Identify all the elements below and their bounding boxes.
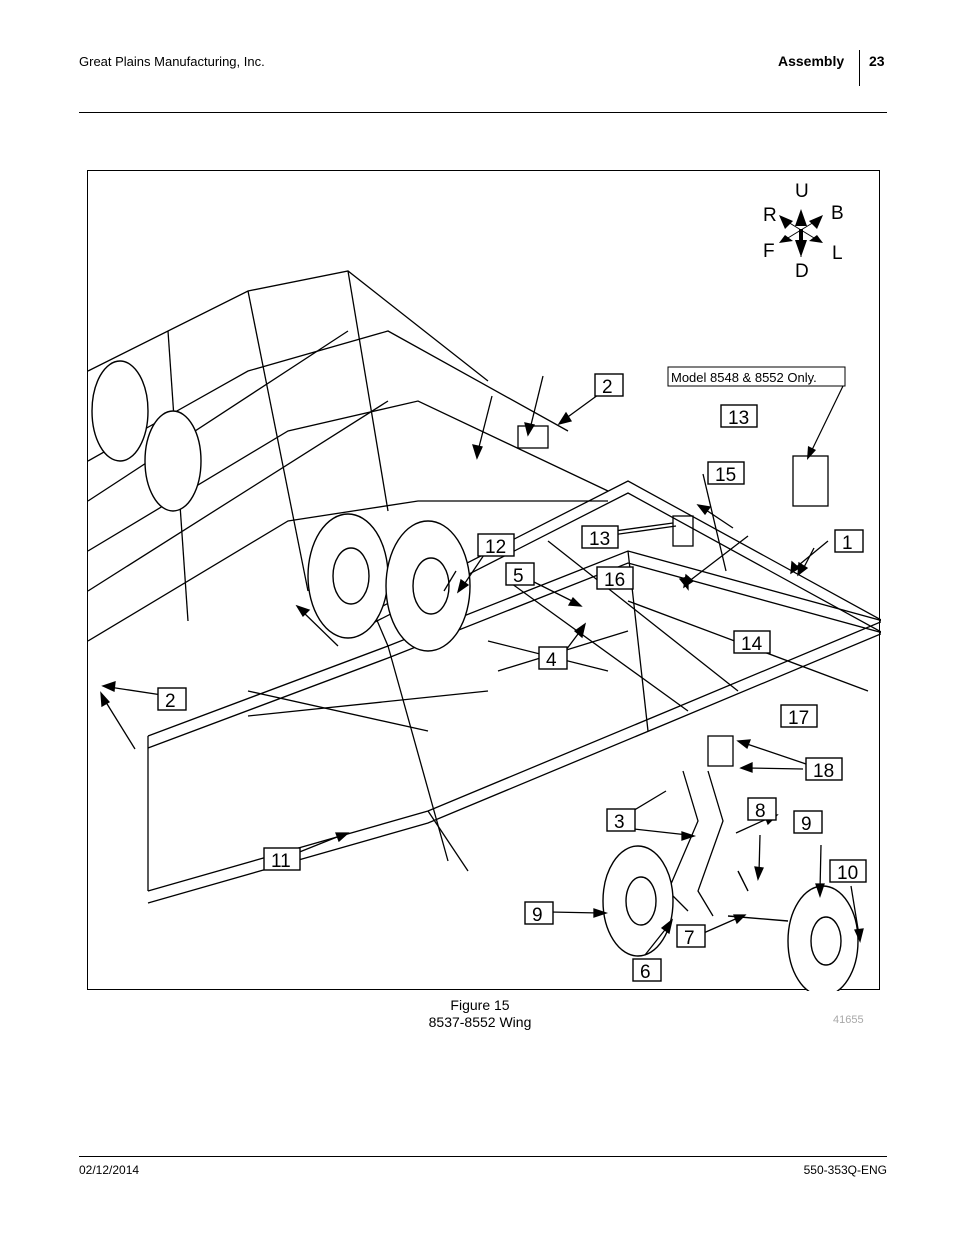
callout-1: 1	[834, 529, 864, 554]
callout-2-left: 2	[157, 687, 187, 712]
compass-down-label: D	[795, 261, 809, 282]
svg-text:1: 1	[842, 533, 853, 554]
figure-id: 41655	[833, 1014, 864, 1026]
callout-3: 3	[606, 808, 636, 833]
footer-date: 02/12/2014	[79, 1163, 140, 1177]
page-number: 23	[869, 53, 885, 69]
header-company: Great Plains Manufacturing, Inc.	[79, 54, 265, 69]
svg-text:7: 7	[684, 928, 695, 949]
model-note-text: Model 8548 & 8552 Only.	[671, 370, 817, 385]
callout-4: 4	[538, 646, 568, 671]
figure-frame: U R B F L D	[87, 170, 881, 991]
compass-left-label: L	[832, 243, 843, 264]
svg-text:10: 10	[837, 863, 858, 884]
compass-right-label: R	[763, 205, 777, 226]
svg-text:17: 17	[788, 708, 809, 729]
callout-5: 5	[505, 562, 535, 587]
svg-text:5: 5	[513, 566, 524, 587]
svg-text:12: 12	[485, 537, 506, 558]
assembly-drawing: U R B F L D	[88, 181, 881, 991]
callout-12: 12	[477, 533, 515, 558]
footer-document-number: 550-353Q-ENG	[803, 1163, 887, 1177]
compass-up-label: U	[795, 181, 809, 202]
orientation-compass: U R B F L D	[763, 181, 844, 282]
callout-18: 18	[805, 757, 843, 782]
callout-13-mid: 13	[581, 525, 619, 550]
svg-text:9: 9	[801, 814, 812, 835]
svg-text:2: 2	[602, 377, 613, 398]
tire-graphics	[91, 360, 859, 991]
svg-text:9: 9	[532, 905, 543, 926]
callout-10: 10	[829, 859, 867, 884]
svg-text:13: 13	[728, 408, 749, 429]
svg-text:16: 16	[604, 570, 625, 591]
svg-text:3: 3	[614, 812, 625, 833]
compass-back-label: B	[831, 203, 844, 224]
callout-15: 15	[707, 461, 745, 486]
svg-text:6: 6	[640, 962, 651, 983]
header-rule	[79, 112, 887, 113]
figure-caption-subtitle: 8537-8552 Wing	[428, 1014, 532, 1030]
callout-9-left: 9	[524, 901, 554, 926]
callout-17: 17	[780, 704, 818, 729]
rear-tire-upper	[91, 360, 149, 462]
callout-11: 11	[263, 847, 301, 872]
callout-8: 8	[747, 797, 777, 822]
svg-text:15: 15	[715, 465, 736, 486]
header-divider	[859, 50, 860, 86]
svg-text:8: 8	[755, 801, 766, 822]
callout-9-right: 9	[793, 810, 823, 835]
callout-14: 14	[733, 630, 771, 655]
svg-text:11: 11	[271, 851, 291, 872]
callout-6: 6	[632, 958, 662, 983]
compass-front-label: F	[763, 241, 775, 262]
figure-caption-title: Figure 15	[450, 997, 510, 1013]
svg-text:14: 14	[741, 634, 763, 655]
leader-arrows	[100, 375, 864, 956]
svg-text:2: 2	[165, 691, 176, 712]
footer-rule	[79, 1156, 887, 1157]
header-section-title: Assembly	[778, 53, 845, 69]
svg-text:4: 4	[546, 650, 557, 671]
callout-16: 16	[596, 566, 634, 591]
svg-text:18: 18	[813, 761, 834, 782]
svg-text:13: 13	[589, 529, 610, 550]
callout-13-top: 13	[720, 404, 758, 429]
model-note-callout: Model 8548 & 8552 Only.	[667, 366, 846, 460]
callout-2-top: 2	[594, 373, 624, 398]
rear-tire-lower	[144, 410, 202, 512]
callout-7: 7	[676, 924, 706, 949]
